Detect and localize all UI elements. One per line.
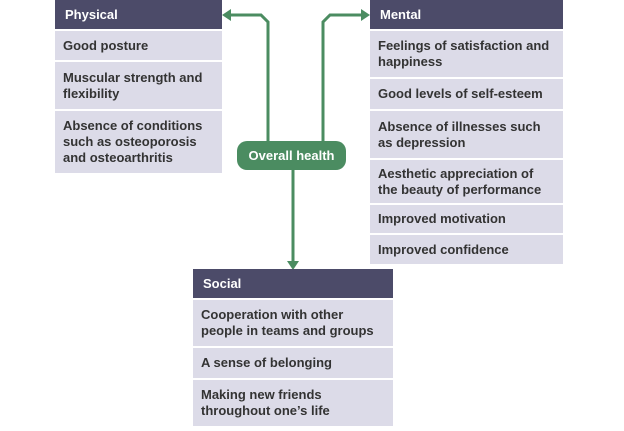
mental-item: Aesthetic appreciation of the beauty of …	[370, 160, 563, 203]
mental-header: Mental	[370, 0, 563, 29]
social-column: Social Cooperation with other people in …	[193, 269, 393, 428]
mental-item: Absence of illnesses such as depression	[370, 111, 563, 158]
mental-column: Mental Feelings of satisfaction and happ…	[370, 0, 563, 266]
mental-item: Improved motivation	[370, 205, 563, 233]
social-header: Social	[193, 269, 393, 298]
social-item: A sense of belonging	[193, 348, 393, 378]
social-item: Making new friends throughout one’s life	[193, 380, 393, 426]
physical-item: Absence of conditions such as osteoporos…	[55, 111, 222, 173]
physical-item: Muscular strength and flexibility	[55, 62, 222, 109]
mental-item: Improved confidence	[370, 235, 563, 264]
physical-column: Physical Good posture Muscular strength …	[55, 0, 222, 175]
social-item: Cooperation with other people in teams a…	[193, 300, 393, 346]
mental-item: Good levels of self-esteem	[370, 79, 563, 109]
overall-health-node: Overall health	[237, 141, 346, 170]
physical-header: Physical	[55, 0, 222, 29]
arrow-to-physical	[228, 13, 270, 142]
physical-item: Good posture	[55, 31, 222, 60]
arrow-to-mental	[321, 13, 364, 142]
mental-item: Feelings of satisfaction and happiness	[370, 31, 563, 77]
